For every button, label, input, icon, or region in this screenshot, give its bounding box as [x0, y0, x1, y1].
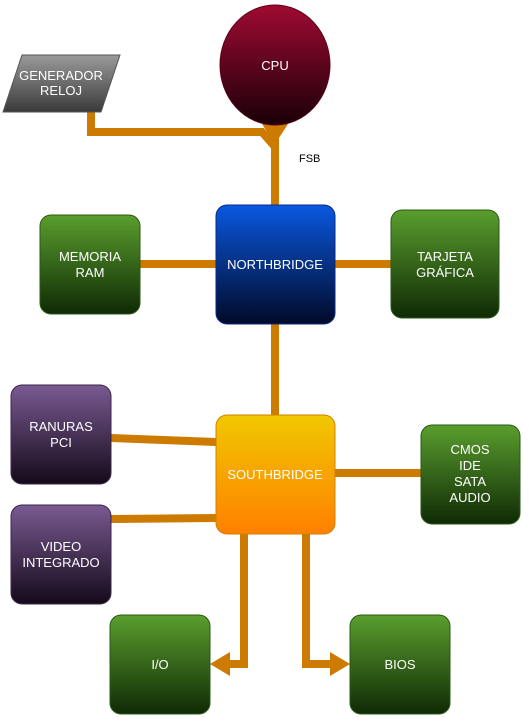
video-integrado-line-1: VIDEO: [41, 539, 81, 554]
video-integrado-line-2: INTEGRADO: [22, 555, 99, 570]
cmos-node[interactable]: CMOS IDE SATA AUDIO: [420, 424, 521, 525]
arrowhead-bios: [330, 652, 350, 676]
fsb-label: FSB: [299, 153, 320, 165]
northbridge-label: NORTHBRIDGE: [227, 257, 323, 272]
southbridge-label: SOUTHBRIDGE: [227, 467, 323, 482]
cmos-line-1: CMOS: [451, 442, 490, 457]
tarjeta-grafica-line-1: TARJETA: [417, 249, 473, 264]
cmos-line-3: SATA: [454, 474, 486, 489]
connector-southbridge-io: [222, 534, 248, 668]
arrowheads: [210, 124, 350, 676]
connector-video-southbridge: [110, 514, 217, 523]
generador-reloj-node[interactable]: GENERADOR RELOJ: [2, 54, 121, 113]
ranuras-pci-line-1: RANURAS: [29, 419, 93, 434]
bios-label: BIOS: [384, 657, 415, 672]
northbridge-node[interactable]: NORTHBRIDGE: [215, 204, 336, 325]
cmos-line-4: AUDIO: [449, 490, 490, 505]
cpu-node[interactable]: CPU: [219, 4, 331, 126]
arrowhead-io: [210, 652, 230, 676]
ranuras-pci-line-2: PCI: [50, 435, 72, 450]
memoria-ram-node[interactable]: MEMORIA RAM: [39, 214, 141, 315]
ranuras-pci-node[interactable]: RANURAS PCI: [10, 384, 112, 485]
video-integrado-node[interactable]: VIDEO INTEGRADO: [10, 504, 112, 605]
tarjeta-grafica-node[interactable]: TARJETA GRÁFICA: [390, 209, 500, 319]
connector-southbridge-bios: [302, 534, 336, 668]
arrowhead-cpu: [262, 124, 288, 144]
io-label: I/O: [151, 657, 168, 672]
tarjeta-grafica-line-2: GRÁFICA: [416, 265, 474, 280]
connector-pci-southbridge: [110, 434, 217, 446]
io-node[interactable]: I/O: [109, 614, 211, 715]
cmos-line-2: IDE: [459, 458, 481, 473]
memoria-ram-line-1: MEMORIA: [59, 249, 121, 264]
cpu-label: CPU: [261, 58, 288, 73]
generador-reloj-line-1: GENERADOR: [19, 68, 103, 83]
connectors: [87, 112, 421, 668]
memoria-ram-line-2: RAM: [76, 265, 105, 280]
connector-reloj-cpu: [87, 112, 280, 151]
southbridge-node[interactable]: SOUTHBRIDGE: [215, 414, 336, 535]
bios-node[interactable]: BIOS: [349, 614, 451, 715]
generador-reloj-line-2: RELOJ: [40, 83, 82, 98]
